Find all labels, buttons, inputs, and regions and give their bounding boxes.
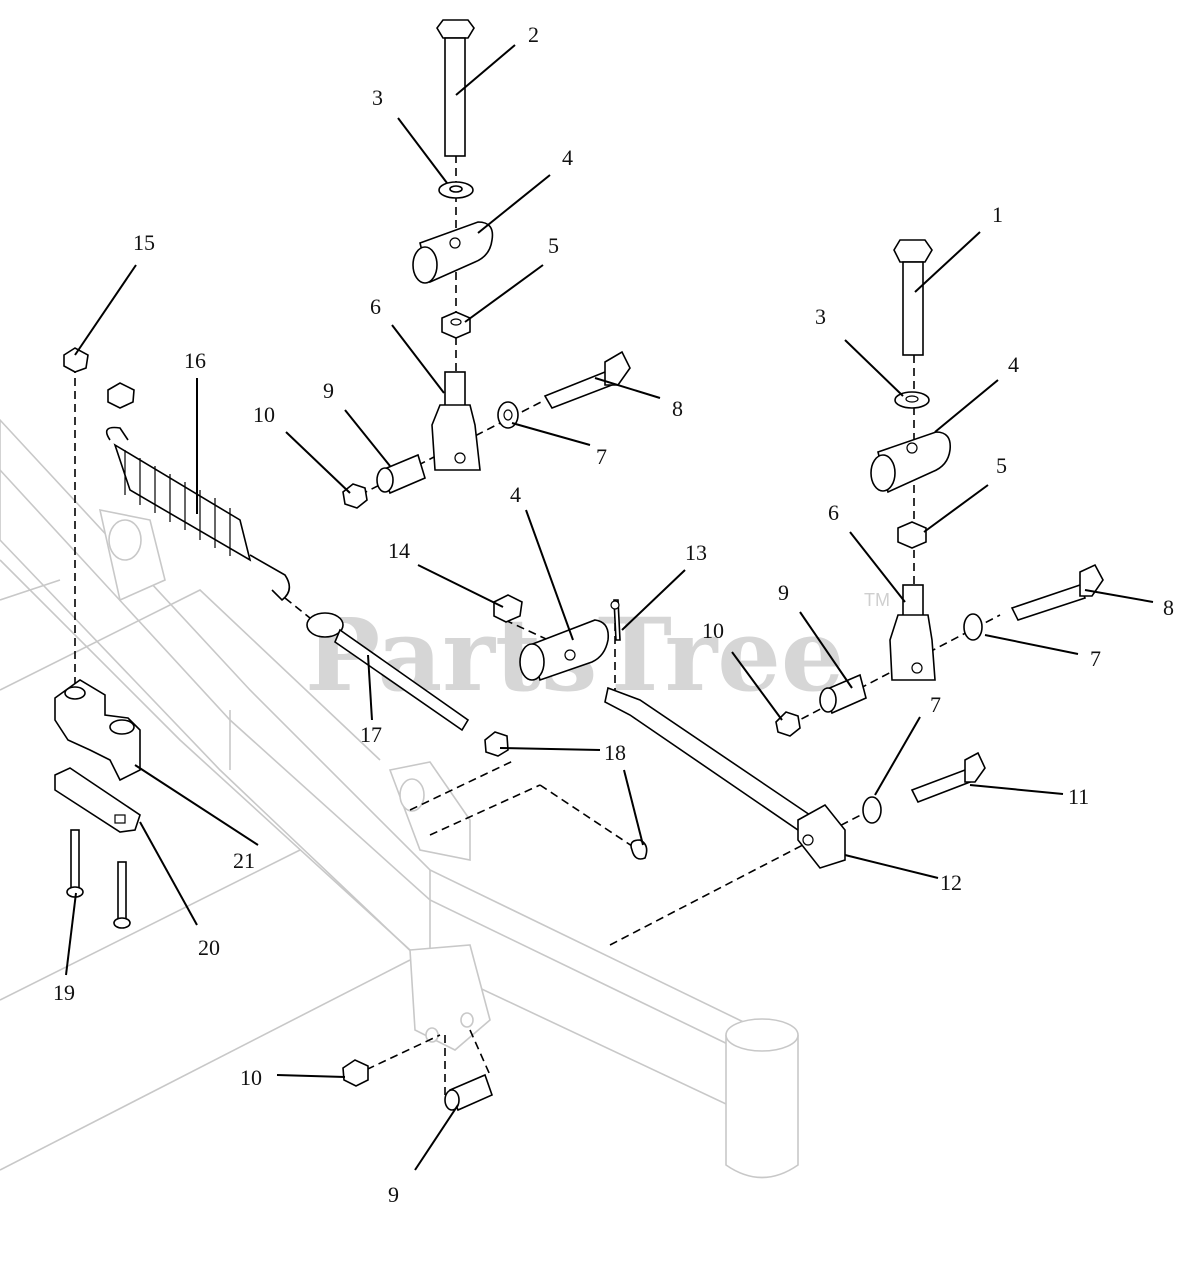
washer-7-lower	[862, 796, 882, 824]
callout-2: 2	[528, 22, 539, 47]
callout-1: 1	[992, 202, 1003, 227]
callout-13: 13	[685, 540, 707, 565]
callout-11: 11	[1068, 784, 1089, 809]
pivot-block-4-right	[870, 431, 952, 494]
pivot-block-4-mid	[519, 619, 610, 682]
callout-15: 15	[133, 230, 155, 255]
callout-18: 18	[604, 740, 626, 765]
callout-19: 19	[53, 980, 75, 1005]
callout-5-top: 5	[548, 233, 559, 258]
nut-10-right	[775, 711, 801, 737]
bolts-19	[66, 829, 131, 929]
spacer-9-right	[819, 673, 867, 715]
callout-3-right: 3	[815, 304, 826, 329]
nut-10-top	[342, 483, 368, 509]
plate-20	[54, 767, 141, 833]
callout-12: 12	[940, 870, 962, 895]
nut-loose	[107, 382, 135, 409]
link-rod-12	[604, 686, 846, 869]
bolt-11	[910, 751, 986, 804]
washer-7-right	[963, 613, 983, 641]
callout-9-right: 9	[778, 580, 789, 605]
washer-7-top	[497, 401, 519, 429]
callout-4-mid: 4	[510, 482, 521, 507]
spacer-9-lower	[444, 1073, 493, 1112]
nut-5-right	[897, 521, 927, 549]
callout-8-right: 8	[1163, 595, 1174, 620]
callout-10-top: 10	[253, 402, 275, 427]
nut-18	[484, 731, 509, 757]
callout-9-top: 9	[323, 378, 334, 403]
callout-10-right: 10	[702, 618, 724, 643]
leader-lines	[65, 44, 1154, 1171]
watermark-tm: TM	[864, 590, 890, 610]
callout-4-right: 4	[1008, 352, 1019, 377]
nut-10-lower	[342, 1059, 369, 1087]
callout-5-right: 5	[996, 453, 1007, 478]
callout-8-top: 8	[672, 396, 683, 421]
callout-6-top: 6	[370, 294, 381, 319]
bolt-8-top	[543, 350, 631, 409]
callout-9-lower: 9	[388, 1182, 399, 1207]
callout-21: 21	[233, 848, 255, 873]
nut-15	[63, 347, 89, 373]
callout-20: 20	[198, 935, 220, 960]
callout-7-top: 7	[596, 444, 607, 469]
callout-7-lower: 7	[930, 692, 941, 717]
callout-16: 16	[184, 348, 206, 373]
pivot-6-right	[889, 584, 936, 681]
callout-3-top: 3	[372, 85, 383, 110]
bolt-2	[436, 19, 475, 157]
pivot-block-4-top	[412, 221, 494, 284]
mower-frame	[0, 418, 799, 1179]
pivot-6-top	[431, 371, 481, 471]
pin-13	[610, 599, 621, 641]
callout-14: 14	[388, 538, 410, 563]
nut-14	[493, 594, 523, 623]
nut-5-top	[441, 311, 471, 339]
callout-6-right: 6	[828, 500, 839, 525]
washer-3-right	[894, 391, 930, 409]
spring-16	[105, 426, 291, 602]
callouts: 2 3 4 5 6 8 7 9 10 1 3 4 5 6 8 7 9 10 7 …	[53, 22, 1174, 1207]
callout-17: 17	[360, 722, 382, 747]
bracket-21	[54, 679, 141, 782]
clip-18	[630, 839, 648, 860]
washer-3-top	[438, 181, 474, 199]
spacer-9-top	[376, 453, 426, 495]
callout-7-right: 7	[1090, 646, 1101, 671]
bolt-8-right	[1010, 563, 1104, 621]
bolt-1	[893, 239, 933, 356]
callout-10-lower: 10	[240, 1065, 262, 1090]
callout-4-top: 4	[562, 145, 573, 170]
